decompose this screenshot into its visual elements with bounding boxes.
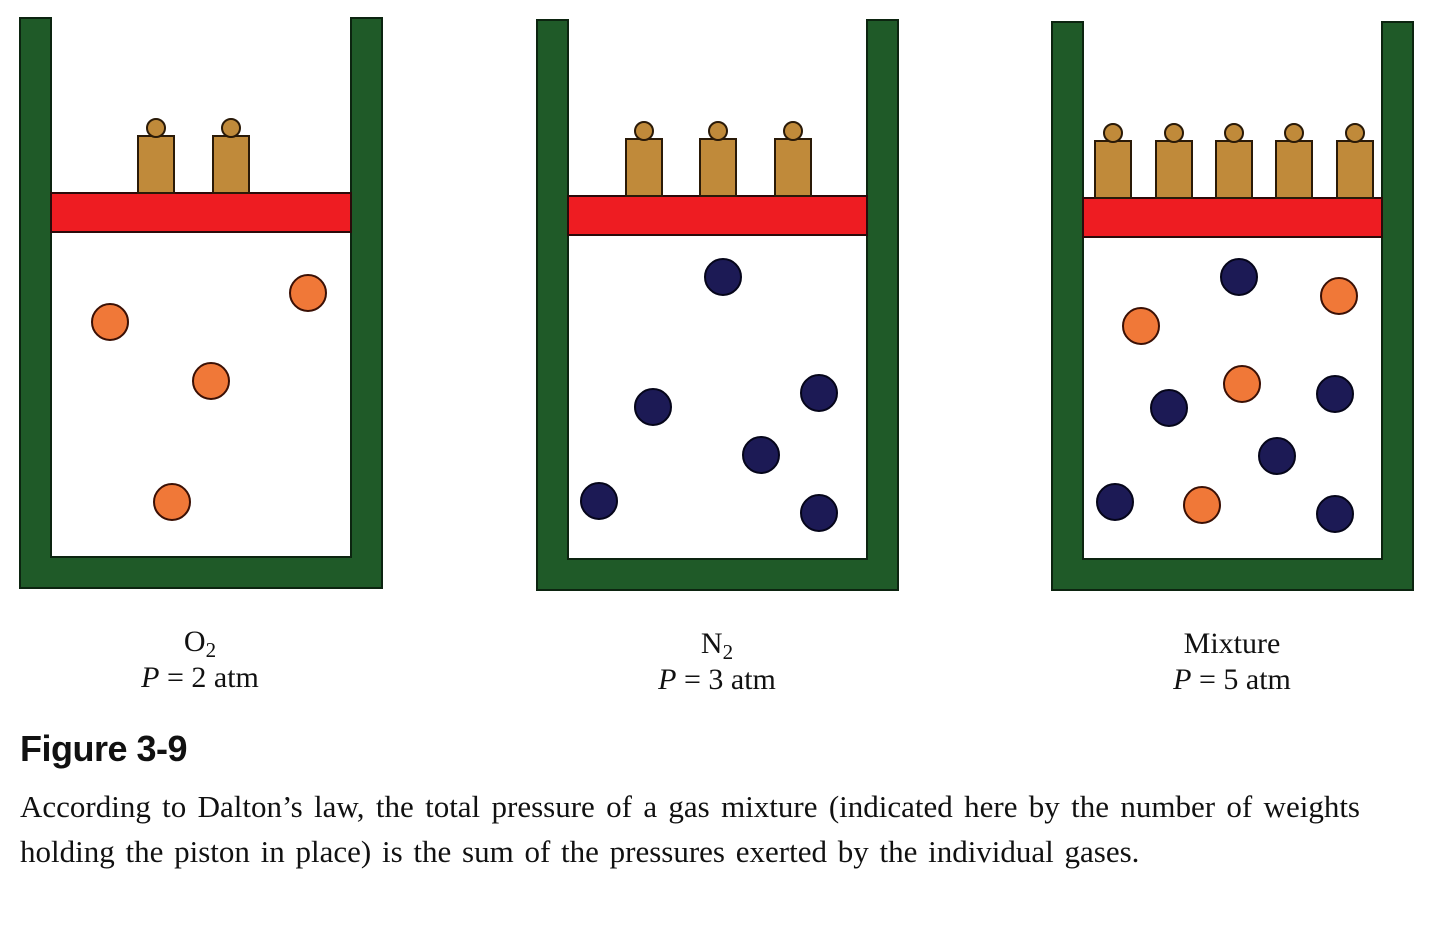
figure-caption: According to Dalton’s law, the total pre…	[20, 789, 1360, 869]
nitrogen-molecule	[1220, 258, 1258, 296]
oxygen-molecule	[91, 303, 129, 341]
weight-knob	[146, 118, 166, 138]
weight-knob	[1284, 123, 1304, 143]
weight	[137, 135, 175, 194]
nitrogen-molecule	[742, 436, 780, 474]
weight	[699, 138, 737, 197]
piston	[567, 195, 868, 236]
weight-knob	[1345, 123, 1365, 143]
weight-knob	[221, 118, 241, 138]
piston	[50, 192, 352, 233]
weight	[774, 138, 812, 197]
oxygen-molecule	[1320, 277, 1358, 315]
nitrogen-molecule	[580, 482, 618, 520]
nitrogen-molecule	[1316, 375, 1354, 413]
weight-knob	[1224, 123, 1244, 143]
weight	[1275, 140, 1313, 199]
label-nitrogen: N2 P = 3 atm	[658, 627, 776, 696]
weight	[212, 135, 250, 194]
cylinder-2	[536, 19, 899, 591]
weight	[1155, 140, 1193, 199]
oxygen-molecule	[192, 362, 230, 400]
weight-knob	[634, 121, 654, 141]
weight	[625, 138, 663, 197]
cylinder-wall	[19, 17, 383, 589]
weight-knob	[1164, 123, 1184, 143]
weight	[1215, 140, 1253, 199]
nitrogen-molecule	[704, 258, 742, 296]
cylinder-1	[19, 17, 383, 589]
weight-knob	[783, 121, 803, 141]
dalton-law-diagram	[19, 17, 1414, 591]
cylinder-3	[1051, 21, 1414, 591]
weight-knob	[708, 121, 728, 141]
oxygen-molecule	[1223, 365, 1261, 403]
oxygen-molecule	[289, 274, 327, 312]
weight	[1094, 140, 1132, 199]
label-oxygen: O2 P = 2 atm	[141, 625, 259, 694]
nitrogen-molecule	[1258, 437, 1296, 475]
label-mixture: Mixture P = 5 atm	[1173, 627, 1291, 696]
weight-knob	[1103, 123, 1123, 143]
nitrogen-molecule	[634, 388, 672, 426]
figure-title: Figure 3-9	[20, 728, 188, 769]
nitrogen-molecule	[800, 374, 838, 412]
nitrogen-molecule	[800, 494, 838, 532]
nitrogen-molecule	[1096, 483, 1134, 521]
oxygen-molecule	[1183, 486, 1221, 524]
piston	[1082, 197, 1383, 238]
nitrogen-molecule	[1316, 495, 1354, 533]
weight	[1336, 140, 1374, 199]
nitrogen-molecule	[1150, 389, 1188, 427]
oxygen-molecule	[153, 483, 191, 521]
oxygen-molecule	[1122, 307, 1160, 345]
